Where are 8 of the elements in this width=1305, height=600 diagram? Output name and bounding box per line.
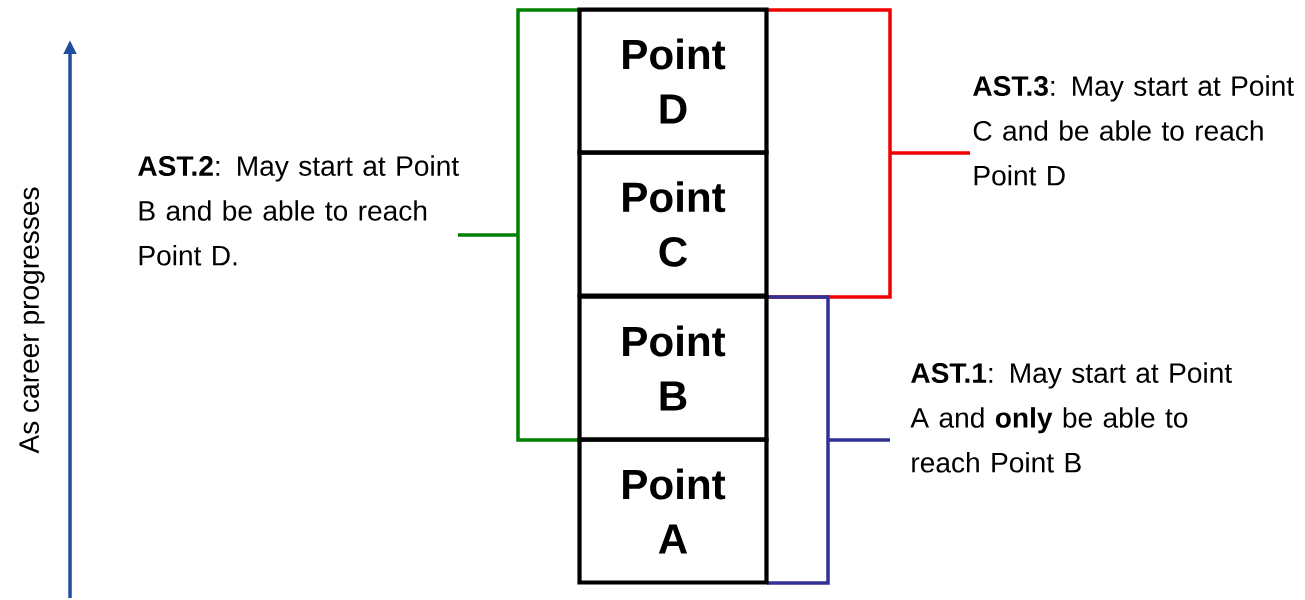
point-box: Point D [577, 7, 769, 155]
bracket-note: AST.1: May start at Point A and only be able to reach Point B [910, 362, 1232, 473]
point-box: Point C [577, 150, 769, 298]
bracket-note: AST.3: May start at Point C and be able to reach Point D [973, 75, 1294, 186]
point-box: Point B [577, 294, 769, 442]
point-box: Point A [577, 437, 769, 585]
arrow-label: As career progresses [19, 187, 45, 454]
bracket-note: AST.2: May start at Point B and be able to reach Point D. [138, 155, 459, 266]
